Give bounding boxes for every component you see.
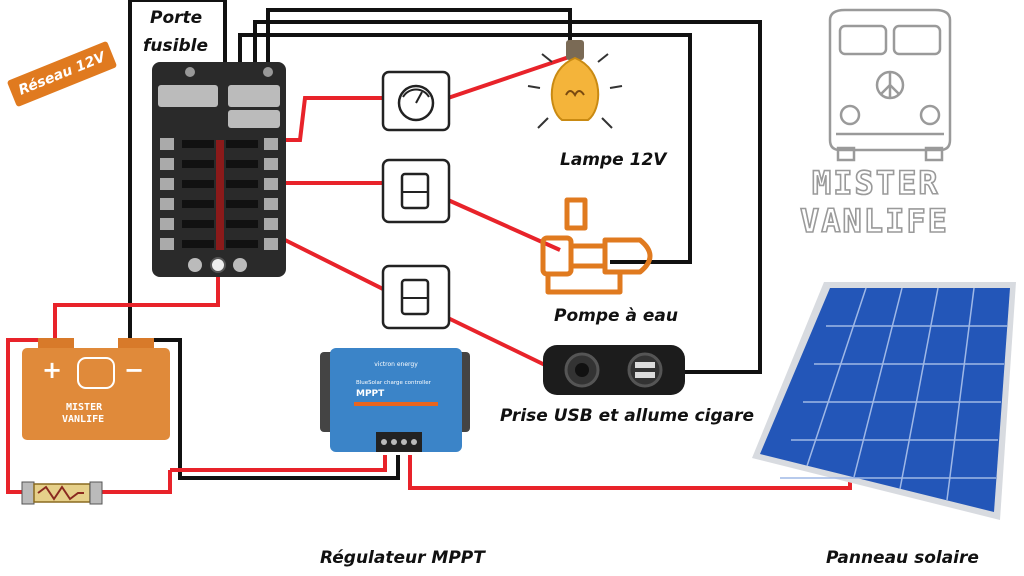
dimmer-switch xyxy=(381,70,451,132)
solar-label: Panneau solaire xyxy=(826,548,979,568)
svg-text:−: − xyxy=(124,356,144,384)
battery: + − xyxy=(22,338,170,440)
brand-line1: MISTER xyxy=(811,163,940,203)
negative-wires xyxy=(128,0,762,480)
brand-line2: VANLIFE xyxy=(799,201,949,241)
fuse-box-label-line1: Porte xyxy=(150,8,203,28)
mppt-model-text: MPPT xyxy=(356,389,385,399)
mppt-maker-text: victron energy xyxy=(374,361,418,368)
mppt-label: Régulateur MPPT xyxy=(320,548,485,568)
solar-panel xyxy=(752,282,1016,520)
lamp-label: Lampe 12V xyxy=(560,150,667,170)
usb-switch xyxy=(381,264,451,330)
van-logo xyxy=(828,8,952,162)
inline-fuse xyxy=(21,481,103,505)
svg-text:+: + xyxy=(42,356,62,384)
pump-label: Pompe à eau xyxy=(554,306,678,326)
lamp-switch xyxy=(381,158,451,224)
fuse-slots xyxy=(160,138,278,250)
fuse-box xyxy=(152,62,286,277)
battery-brand-line2: VANLIFE xyxy=(62,414,105,425)
fuse-box-label-line2: fusible xyxy=(143,36,208,56)
light-bulb-icon xyxy=(527,40,623,129)
usb-socket xyxy=(543,345,685,395)
battery-brand-line1: MISTER xyxy=(66,402,103,413)
water-pump-icon xyxy=(540,197,653,295)
usb-label: Prise USB et allume cigare xyxy=(500,406,755,426)
mppt-product-text: BlueSolar charge controller xyxy=(356,380,432,386)
mppt-controller: victron energy BlueSolar charge controll… xyxy=(320,348,470,452)
